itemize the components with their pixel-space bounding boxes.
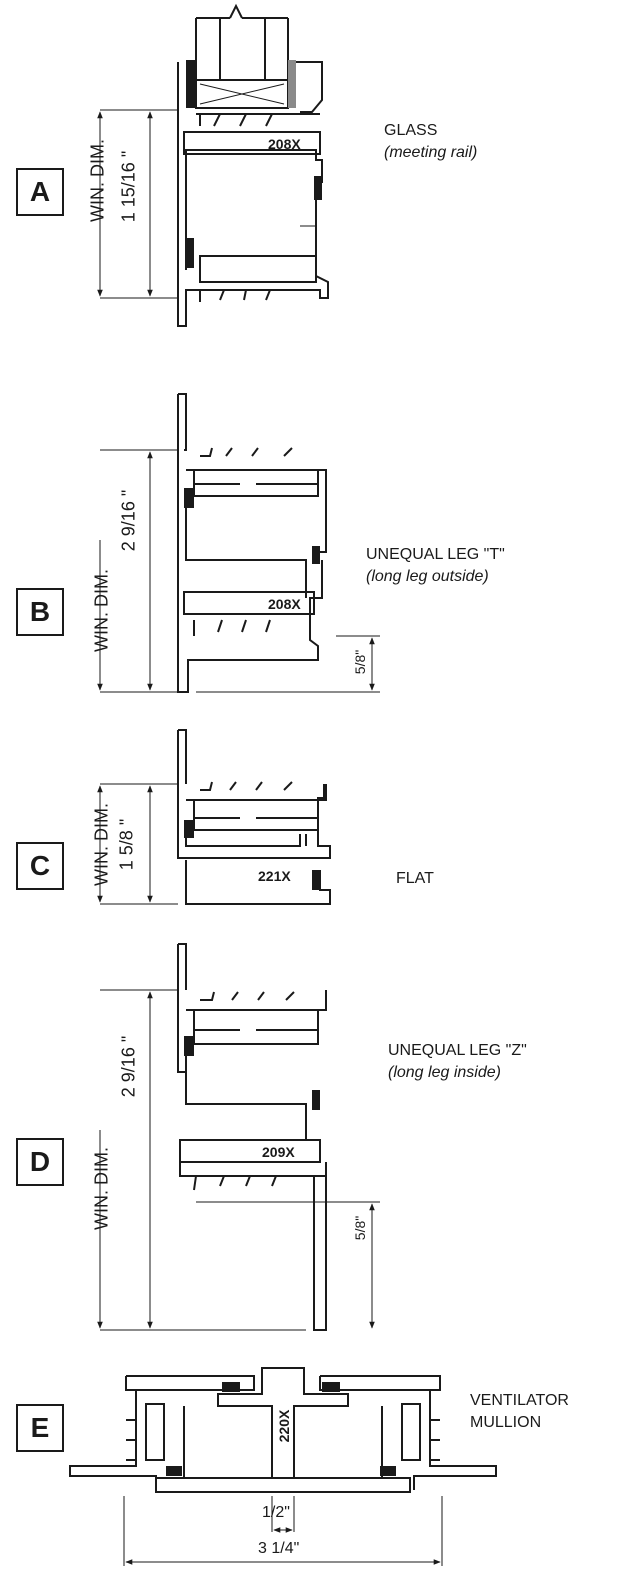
section-a-part-number: 208X bbox=[268, 136, 301, 152]
section-d-badge: D bbox=[16, 1138, 64, 1186]
section-d-caption: UNEQUAL LEG "Z" (long leg inside) bbox=[388, 1040, 527, 1084]
profile-a-drawing bbox=[97, 3, 329, 327]
section-e-part-number: 220X bbox=[276, 1409, 292, 1443]
section-c-dimension: 1 5/8 " bbox=[116, 818, 137, 871]
section-b-title: UNEQUAL LEG "T" bbox=[366, 546, 505, 563]
section-d-part-number: 209X bbox=[262, 1144, 295, 1160]
section-c-caption: FLAT bbox=[396, 868, 434, 890]
section-e-badge: E bbox=[16, 1404, 64, 1452]
section-c-title: FLAT bbox=[396, 870, 434, 887]
section-a-badge: A bbox=[16, 168, 64, 216]
section-e-caption: VENTILATOR MULLION bbox=[470, 1390, 569, 1434]
profile-c-drawing bbox=[97, 729, 331, 905]
section-b-win-dim: WIN. DIM. bbox=[91, 569, 112, 652]
section-c-badge: C bbox=[16, 842, 64, 890]
section-e-title: VENTILATOR bbox=[470, 1392, 569, 1409]
profile-d-drawing bbox=[97, 943, 380, 1331]
section-e-outer-dimension: 3 1/4" bbox=[258, 1540, 300, 1557]
section-a-subtitle: (meeting rail) bbox=[384, 144, 478, 161]
section-c-part-number: 221X bbox=[258, 868, 291, 884]
section-b-caption: UNEQUAL LEG "T" (long leg outside) bbox=[366, 544, 505, 588]
section-b-dimension: 2 9/16 " bbox=[118, 489, 139, 552]
section-a-title: GLASS bbox=[384, 122, 438, 139]
section-c-win-dim: WIN. DIM. bbox=[91, 803, 112, 886]
section-b-part-number: 208X bbox=[268, 596, 301, 612]
section-d-title: UNEQUAL LEG "Z" bbox=[388, 1042, 527, 1059]
section-a-dimension: 1 15/16 " bbox=[118, 150, 139, 223]
section-e-inner-dimension: 1/2" bbox=[262, 1504, 290, 1521]
section-d-leg-dimension: 5/8" bbox=[352, 1215, 368, 1241]
profile-b-drawing bbox=[97, 393, 380, 693]
profile-e-drawing bbox=[69, 1367, 497, 1566]
section-a-caption: GLASS (meeting rail) bbox=[384, 120, 477, 164]
section-d-win-dim: WIN. DIM. bbox=[91, 1147, 112, 1230]
section-b-leg-dimension: 5/8" bbox=[352, 649, 368, 675]
section-b-subtitle: (long leg outside) bbox=[366, 568, 489, 585]
section-a-win-dim: WIN. DIM. bbox=[87, 139, 108, 222]
section-b-badge: B bbox=[16, 588, 64, 636]
section-d-subtitle: (long leg inside) bbox=[388, 1064, 501, 1081]
section-d-dimension: 2 9/16 " bbox=[118, 1035, 139, 1098]
section-e-subtitle: MULLION bbox=[470, 1414, 542, 1431]
